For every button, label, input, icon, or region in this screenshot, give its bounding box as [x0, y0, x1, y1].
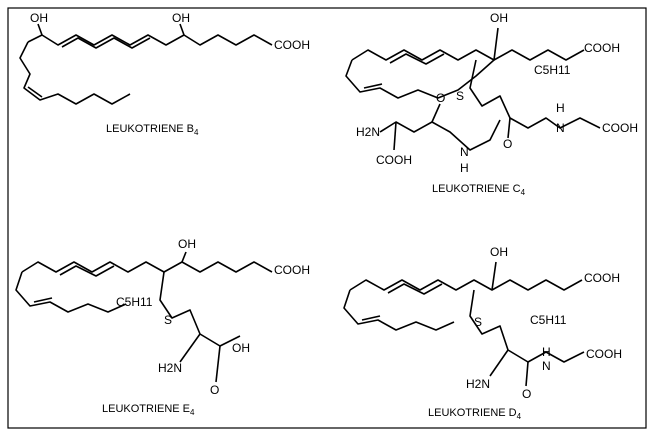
structure-label: LEUKOTRIENE C4	[432, 183, 526, 197]
oh-label: OH	[30, 11, 48, 25]
leukotriene-b4-structure: OH OH COOH LEUKOTRIENE B4	[19, 11, 310, 137]
oh-label: OH	[490, 11, 508, 25]
o-label: O	[436, 91, 445, 105]
oh-label: OH	[178, 237, 196, 251]
cooh-label: COOH	[584, 41, 620, 55]
h2n-label: H2N	[466, 377, 490, 391]
oh-label: OH	[232, 341, 250, 355]
frame	[7, 7, 647, 429]
s-label: S	[456, 89, 464, 103]
oh-label: OH	[490, 245, 508, 259]
s-label: S	[164, 313, 172, 327]
h2n-label: H2N	[158, 361, 182, 375]
structure-label: LEUKOTRIENE E4	[102, 403, 195, 417]
leukotriene-c4-structure: COOH OH C5H11 S H2N COOH N H O H N O COO…	[345, 11, 638, 197]
n-label: N	[542, 359, 551, 373]
cooh-label: COOH	[274, 263, 310, 277]
o-label: O	[210, 383, 219, 397]
leukotriene-e4-structure: OH COOH C5H11 S H2N OH O LEUKOTRIENE E4	[15, 237, 310, 417]
s-label: S	[474, 315, 482, 329]
o-label: O	[522, 387, 531, 401]
n-label: N	[556, 121, 565, 135]
c5h11-label: C5H11	[530, 313, 567, 327]
oh-label: OH	[172, 11, 190, 25]
cooh-label: COOH	[586, 347, 622, 361]
leukotriene-d4-structure: OH COOH C5H11 S H N H2N O COOH LEUKOTRIE…	[343, 245, 622, 421]
h2n-label: H2N	[356, 125, 380, 139]
h-label: H	[542, 345, 551, 359]
c5h11-label: C5H11	[534, 63, 571, 77]
cooh-label: COOH	[584, 271, 620, 285]
cooh-label: COOH	[602, 121, 638, 135]
o-label: O	[503, 137, 512, 151]
h-label: H	[556, 101, 565, 115]
structure-label: LEUKOTRIENE D4	[428, 407, 522, 421]
c5h11-label: C5H11	[116, 295, 153, 309]
n-label: N	[460, 145, 469, 159]
cooh-label: COOH	[376, 153, 412, 167]
h-label: H	[460, 161, 469, 175]
structure-label: LEUKOTRIENE B4	[106, 123, 199, 137]
cooh-label: COOH	[274, 38, 310, 52]
